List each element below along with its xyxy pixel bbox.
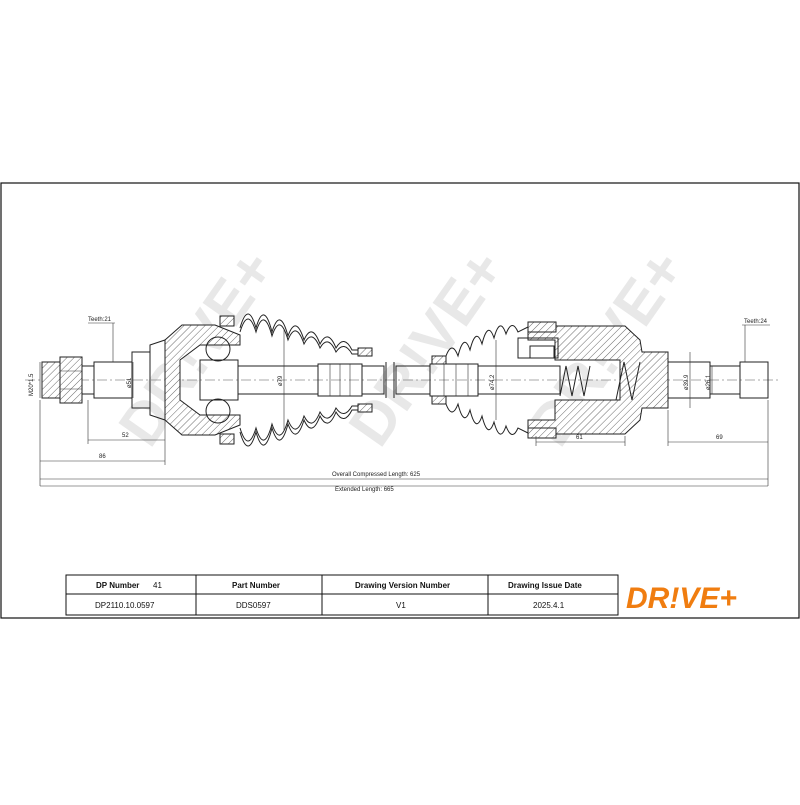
dim-61-label: 61 (576, 435, 583, 441)
dim-86-label: 86 (99, 454, 106, 460)
overall-compressed-label: Overall Compressed Length: 625 (332, 472, 421, 478)
part-number-value: DDS0597 (236, 601, 271, 610)
drawing-version-header: Drawing Version Number (355, 581, 450, 590)
teeth-left-label: Teeth:21 (88, 317, 112, 323)
dimensions: Teeth:21 Teeth:24 M20*1.5 ø51 ø79 ø74.2 … (29, 317, 770, 493)
title-block: DP Number 41 Part Number Drawing Version… (65, 574, 619, 616)
teeth-right-label: Teeth:24 (744, 319, 768, 325)
thread-label: M20*1.5 (29, 373, 35, 396)
diam-51-label: ø51 (127, 377, 133, 388)
outer-cv-joint (164, 315, 241, 445)
diam-39-label: ø39.9 (684, 374, 690, 390)
extended-length-label: Extended Length: 665 (335, 487, 394, 493)
diam-74-label: ø74.2 (490, 374, 496, 390)
inner-cv-joint (517, 321, 769, 439)
drawing-issue-date-value: 2025.4.1 (533, 601, 565, 610)
part-number-header: Part Number (232, 581, 280, 590)
svg-text:DR!VE+: DR!VE+ (626, 582, 737, 615)
diam-26-label: ø26.1 (706, 374, 712, 390)
left-stub-shaft (41, 339, 166, 421)
dp-number-header: DP Number (96, 581, 139, 590)
dim-69-label: 69 (716, 435, 723, 441)
drive-logo: DR!VE+ (626, 582, 737, 615)
drawing-issue-date-header: Drawing Issue Date (508, 581, 582, 590)
left-boot (239, 313, 373, 447)
drawing-frame (0, 182, 800, 619)
diam-79-label: ø79 (278, 375, 284, 386)
drawing-version-value: V1 (396, 601, 406, 610)
dp-number-index: 41 (153, 581, 162, 590)
drive-shaft (237, 355, 561, 405)
svg-text:DR!VE+: DR!VE+ (336, 237, 518, 457)
right-boot (445, 325, 531, 435)
dim-52-label: 52 (122, 433, 129, 439)
dp-number-value: DP2110.10.0597 (95, 601, 155, 610)
